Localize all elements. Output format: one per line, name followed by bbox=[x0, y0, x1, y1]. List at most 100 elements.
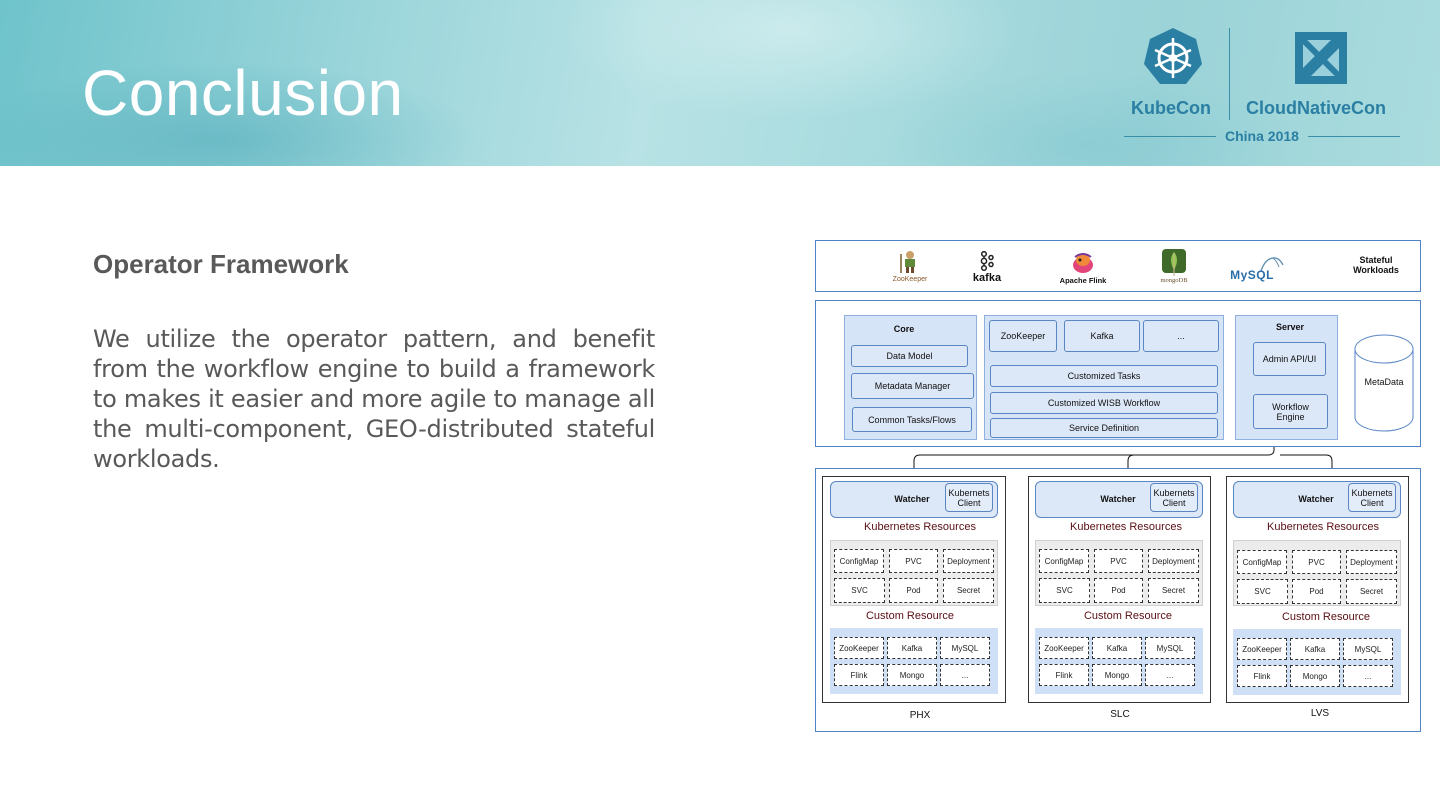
mysql-dolphin-icon bbox=[1259, 255, 1285, 273]
header-banner: Conclusion KubeCon CloudNativeCon China … bbox=[0, 0, 1440, 166]
workflow-layers-panel bbox=[984, 315, 1224, 440]
section-heading: Operator Framework bbox=[93, 249, 349, 280]
watcher-box bbox=[1233, 481, 1401, 518]
custom-resource-zookeeper: ZooKeeper bbox=[1237, 638, 1287, 660]
kubernetes-client-box: Kubernets Client bbox=[945, 483, 993, 512]
custom-resource-mongo: Mongo bbox=[1092, 664, 1142, 686]
k8s-resource-configmap: ConfigMap bbox=[834, 549, 884, 573]
k8s-resource-svc: SVC bbox=[834, 578, 885, 603]
custom-resource-mysql: MySQL bbox=[1145, 637, 1195, 659]
custom-resource-mongo: Mongo bbox=[1290, 665, 1340, 687]
custom-resource-title: Custom Resource bbox=[820, 610, 1000, 622]
kafka-logo-icon bbox=[979, 251, 995, 271]
slide-title: Conclusion bbox=[82, 56, 404, 130]
control-plane-frame bbox=[815, 300, 1421, 447]
custom-resource-grid bbox=[830, 628, 998, 694]
watcher-box bbox=[1035, 481, 1203, 518]
workloads-strip bbox=[815, 240, 1421, 292]
kubernetes-resources-grid bbox=[1233, 540, 1401, 606]
admin-api-box: Admin API/UI bbox=[1253, 342, 1326, 376]
custom-resource-flink: Flink bbox=[834, 664, 884, 686]
customized-workflow-box: Customized WISB Workflow bbox=[990, 392, 1218, 414]
kubernetes-wheel-icon bbox=[1142, 26, 1204, 88]
custom-resource-grid bbox=[1233, 629, 1401, 695]
kubernetes-client-box: Kubernets Client bbox=[1348, 483, 1396, 512]
custom-resource-kafka: Kafka bbox=[1092, 637, 1142, 659]
k8s-resource-pod: Pod bbox=[1094, 578, 1143, 603]
watcher-label: Watcher bbox=[882, 494, 942, 504]
workflow-engine-box: Workflow Engine bbox=[1253, 394, 1328, 429]
custom-resource-mysql: MySQL bbox=[1343, 638, 1393, 660]
workload-logo-label: mongoDB bbox=[1153, 277, 1195, 284]
kubernetes-resources-title: Kubernetes Resources bbox=[1036, 521, 1216, 533]
custom-resource-mysql: MySQL bbox=[940, 637, 990, 659]
flink-logo-icon bbox=[1071, 251, 1095, 275]
logo-divider bbox=[1229, 28, 1230, 120]
common-tasks-box: Common Tasks/Flows bbox=[852, 407, 972, 432]
mongodb-logo-icon bbox=[1162, 249, 1186, 277]
custom-resource-more: ... bbox=[1343, 665, 1393, 687]
server-panel bbox=[1235, 315, 1338, 440]
k8s-resource-secret: Secret bbox=[1346, 579, 1397, 604]
custom-resource-mongo: Mongo bbox=[887, 664, 937, 686]
region-card bbox=[822, 476, 1006, 703]
watcher-box bbox=[830, 481, 998, 518]
watcher-label: Watcher bbox=[1088, 494, 1148, 504]
k8s-resource-svc: SVC bbox=[1237, 579, 1288, 604]
region-name: LVS bbox=[1290, 708, 1350, 719]
cloudnativecon-wordmark: CloudNativeCon bbox=[1246, 98, 1386, 119]
body-paragraph: We utilize the operator pattern, and ben… bbox=[93, 324, 655, 474]
k8s-resource-pvc: PVC bbox=[1292, 550, 1341, 574]
k8s-resource-secret: Secret bbox=[943, 578, 994, 603]
custom-resource-title: Custom Resource bbox=[1236, 611, 1416, 623]
edition-label: China 2018 bbox=[1225, 128, 1299, 144]
edition-rule bbox=[1308, 136, 1400, 137]
k8s-resource-svc: SVC bbox=[1039, 578, 1090, 603]
k8s-resource-pvc: PVC bbox=[1094, 549, 1143, 573]
metadata-manager-box: Metadata Manager bbox=[851, 373, 974, 399]
k8s-resource-deployment: Deployment bbox=[1148, 549, 1199, 573]
k8s-resource-pod: Pod bbox=[1292, 579, 1341, 604]
workload-logo-label: kafka bbox=[967, 272, 1007, 284]
region-card bbox=[1226, 476, 1409, 703]
k8s-resource-secret: Secret bbox=[1148, 578, 1199, 603]
workload-logo-label: ZooKeeper bbox=[887, 276, 933, 283]
watcher-label: Watcher bbox=[1286, 494, 1346, 504]
custom-resource-flink: Flink bbox=[1237, 665, 1287, 687]
metadata-label: MetaData bbox=[1354, 377, 1414, 387]
stateful-workloads-label: Stateful Workloads bbox=[1340, 255, 1412, 275]
kubernetes-resources-title: Kubernetes Resources bbox=[1233, 521, 1413, 533]
zookeeper-logo-icon bbox=[898, 250, 922, 274]
component-box-more: ... bbox=[1143, 320, 1219, 352]
custom-resource-zookeeper: ZooKeeper bbox=[1039, 637, 1089, 659]
kubernetes-client-box: Kubernets Client bbox=[1150, 483, 1198, 512]
workload-logo-label: MySQL bbox=[1230, 268, 1274, 282]
regions-frame bbox=[815, 468, 1421, 732]
custom-resource-flink: Flink bbox=[1039, 664, 1089, 686]
core-panel bbox=[844, 315, 977, 440]
kubernetes-resources-title: Kubernetes Resources bbox=[830, 521, 1010, 533]
custom-resource-more: ... bbox=[1145, 664, 1195, 686]
custom-resource-kafka: Kafka bbox=[1290, 638, 1340, 660]
component-box-zookeeper: ZooKeeper bbox=[989, 320, 1057, 352]
metadata-database-icon bbox=[1353, 333, 1415, 433]
k8s-resource-pvc: PVC bbox=[889, 549, 938, 573]
kubernetes-resources-grid bbox=[830, 540, 998, 606]
k8s-resource-configmap: ConfigMap bbox=[1039, 549, 1089, 573]
server-title: Server bbox=[1240, 322, 1340, 332]
region-name: SLC bbox=[1090, 709, 1150, 720]
k8s-resource-pod: Pod bbox=[889, 578, 938, 603]
region-card bbox=[1028, 476, 1211, 703]
k8s-resource-deployment: Deployment bbox=[943, 549, 994, 573]
workload-logo-label: Apache Flink bbox=[1052, 276, 1114, 285]
custom-resource-title: Custom Resource bbox=[1038, 610, 1218, 622]
edition-rule bbox=[1124, 136, 1216, 137]
customized-tasks-box: Customized Tasks bbox=[990, 365, 1218, 387]
k8s-resource-configmap: ConfigMap bbox=[1237, 550, 1287, 574]
service-definition-box: Service Definition bbox=[990, 418, 1218, 438]
custom-resource-zookeeper: ZooKeeper bbox=[834, 637, 884, 659]
core-title: Core bbox=[844, 324, 964, 334]
custom-resource-kafka: Kafka bbox=[887, 637, 937, 659]
conference-logo: KubeCon CloudNativeCon China 2018 bbox=[1120, 22, 1410, 152]
data-model-box: Data Model bbox=[851, 345, 968, 367]
